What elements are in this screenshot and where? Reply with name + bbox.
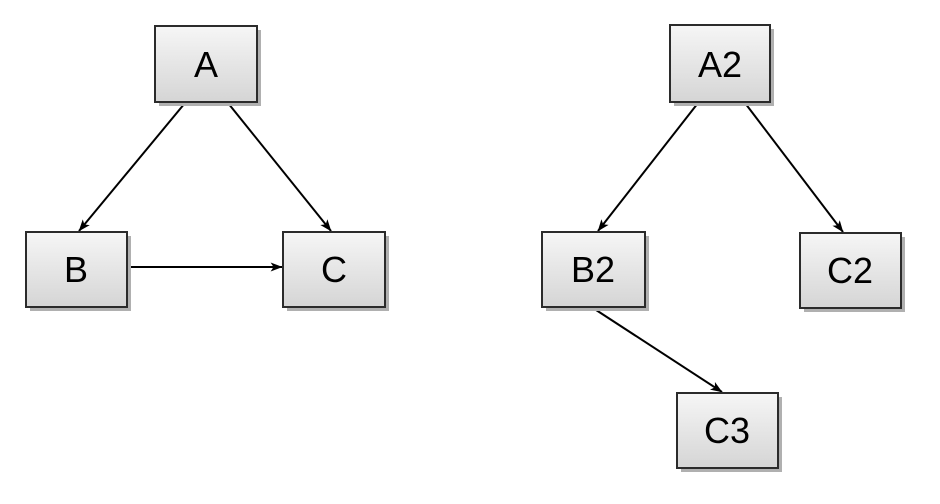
node-B2-box	[541, 231, 646, 308]
node-A2: A2	[669, 24, 774, 106]
node-C3: C3	[676, 392, 782, 472]
edge-A-B	[78, 102, 186, 232]
left-graph: A B C	[25, 25, 389, 311]
right-graph: A2 B2 C2 C3	[541, 24, 905, 472]
node-A-box	[154, 25, 258, 103]
node-C: C	[282, 231, 389, 311]
edge-B2-C3	[592, 307, 723, 393]
edge-A2-C2	[744, 102, 844, 233]
node-C2: C2	[799, 232, 905, 312]
node-A: A	[154, 25, 261, 106]
node-B2: B2	[541, 231, 649, 311]
node-A2-box	[669, 24, 771, 103]
node-A-label: A	[194, 44, 218, 85]
node-C-label: C	[321, 249, 347, 290]
node-C3-box	[676, 392, 779, 469]
node-B2-label: B2	[571, 249, 615, 290]
node-B-label: B	[64, 249, 88, 290]
node-C2-box	[799, 232, 902, 309]
node-C2-label: C2	[827, 250, 873, 291]
node-B-box	[25, 231, 128, 308]
edge-A-C	[227, 102, 332, 232]
node-A2-label: A2	[698, 44, 742, 85]
edge-A2-B2	[597, 102, 699, 232]
node-B: B	[25, 231, 131, 311]
node-C3-label: C3	[704, 410, 750, 451]
node-C-box	[282, 231, 386, 308]
